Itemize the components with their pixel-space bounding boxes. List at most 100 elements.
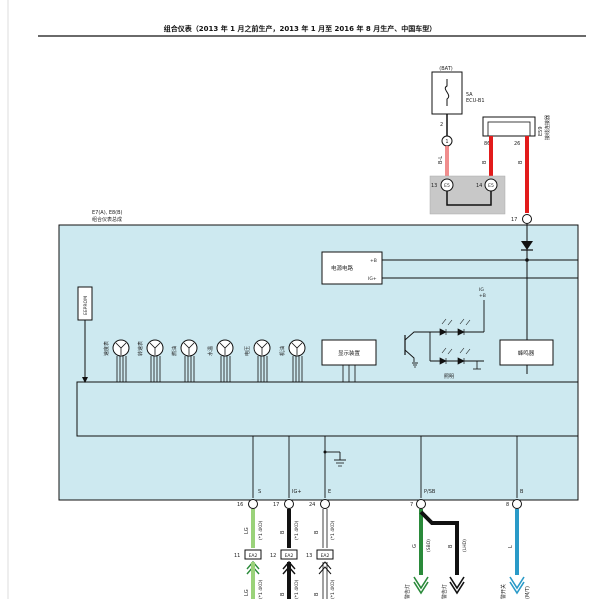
wire-b2-label: B — [518, 160, 524, 164]
pin-b-connector — [512, 499, 522, 509]
power-b-label: +B — [370, 258, 377, 264]
ea2-connector-1 — [244, 549, 262, 560]
gauge-fuel-label: 燃油 — [171, 346, 178, 356]
wire-b1-note: (*1 4KD) — [294, 520, 300, 540]
pin-psb-name: P/SB — [424, 489, 436, 495]
dest-1: 警告灯 — [404, 584, 411, 599]
gauge-tachometer-label: 转速表 — [137, 341, 144, 356]
display-label: 显示装置 — [338, 349, 361, 357]
wire-sbd-label: (SBD) — [426, 539, 432, 552]
assembly-panel — [58, 224, 579, 501]
gauge-water-temp: 水温 — [207, 339, 234, 382]
gauge-speedometer: 速度表 — [103, 339, 130, 382]
buzzer-pin-right: 26 — [514, 141, 520, 147]
internal-diode — [521, 241, 533, 250]
pin-ig-connector — [284, 499, 294, 509]
pin-s-connector — [248, 499, 258, 509]
fuse-name: ECU-B1 — [466, 98, 485, 104]
out-pin-connector — [522, 214, 532, 224]
gauge-speedometer-label: 速度表 — [103, 341, 110, 356]
display-bus-lines — [342, 365, 356, 382]
gauge-water-temp-label: 水温 — [207, 346, 214, 356]
fuse-pin2-label: 1 — [445, 139, 448, 145]
wire-b5-label: B — [314, 592, 320, 596]
illum-label: 照明 — [444, 374, 454, 380]
wire-b3-label: B — [448, 544, 454, 548]
buzzer-part-name: 接线连接器 — [544, 115, 551, 140]
pin-e-num: 24 — [309, 502, 315, 508]
psb-green-arrow — [413, 576, 429, 595]
junction-right-code: E5 — [488, 183, 494, 189]
wire-b1-label: B — [280, 530, 286, 534]
ea2-connector-2-label: EA2 — [285, 553, 294, 559]
ea2-connector-3 — [316, 549, 334, 560]
assembly-codes: E7(A), E8(B) — [92, 210, 123, 216]
wire-lg2-note: (*1 4KD) — [258, 579, 264, 599]
gauge-oil: 机油 — [279, 339, 306, 382]
pin-ig-num: 17 — [273, 502, 279, 508]
pin-s-num: 16 — [237, 502, 243, 508]
buzzer-connector-inner — [487, 121, 531, 137]
illumination-circuit — [404, 300, 485, 370]
pin-e-connector — [320, 499, 330, 509]
ea2-pin-13: 13 — [306, 553, 312, 559]
e-arrow — [318, 561, 332, 575]
display-block — [321, 339, 377, 366]
fuse-pin-label: 2 — [440, 122, 443, 128]
gauge-tachometer: 转速表 — [137, 339, 164, 382]
internal-bus — [76, 381, 579, 437]
fuse-source: (BAT) — [439, 66, 452, 72]
buzzer-connector — [482, 116, 536, 137]
gauge-fuel: 燃油 — [171, 339, 198, 382]
bl-wire-label: B-L — [438, 156, 444, 164]
wire-lg-note: (*1 4KD) — [258, 520, 264, 540]
fuse-rating: 5A — [466, 92, 473, 98]
ea2-pin-11: 11 — [234, 553, 240, 559]
wire-l-label: L — [508, 545, 514, 548]
junction-left-code: E5 — [444, 183, 450, 189]
b-blue-arrow — [509, 576, 525, 595]
wire-lg-label: LG — [244, 527, 250, 534]
ea2-pin-12: 12 — [270, 553, 276, 559]
ea2-connector-1-label: EA2 — [249, 553, 258, 559]
pin-b-num: 8 — [506, 502, 509, 508]
fuse-symbol — [444, 79, 450, 106]
ea2-connector-2 — [280, 549, 298, 560]
pin-psb-num: 7 — [410, 502, 413, 508]
dest-3b: (M/T) — [525, 586, 531, 599]
junction-right-pin: 14 — [476, 183, 482, 189]
buzzer-label: 蜂鸣器 — [518, 349, 535, 357]
pin-b-name: B — [520, 489, 524, 495]
wire-lhd-label: (LHD) — [462, 539, 468, 552]
wire-b1-label: B — [482, 160, 488, 164]
dest-2: 警告灯 — [441, 584, 448, 599]
power-circuit-label: 电源电路 — [331, 264, 354, 272]
junction-left-pin: 13 — [431, 183, 437, 189]
wire-b4-label: B — [280, 592, 286, 596]
pin-s-name: S — [258, 489, 261, 495]
gauge-voltage: 电压 — [244, 339, 271, 382]
wire-lg2-label: LG — [244, 589, 250, 596]
buzzer-pin-left: 86 — [484, 141, 490, 147]
pin-e-name: E — [328, 489, 331, 495]
buzzer-block — [499, 339, 554, 366]
pin-ig-name: IG+ — [292, 489, 302, 495]
buzzer-part-code: E59 — [538, 126, 544, 136]
wire-g-label: G — [412, 544, 418, 548]
power-circuit-block — [321, 251, 383, 285]
page-title: 组合仪表（2013 年 1 月之前生产，2013 年 1 月至 2016 年 8… — [164, 24, 436, 33]
ea2-connector-3-label: EA2 — [321, 553, 330, 559]
eeprom-label: EEPROM — [83, 296, 89, 315]
junction-jumper — [446, 191, 492, 206]
gauge-oil-label: 机油 — [279, 346, 286, 356]
illum-ig-label: IG — [479, 287, 484, 293]
eeprom-arrow-head — [82, 377, 88, 383]
wire-psb-black — [419, 510, 459, 575]
wire-b4-note: (*1 4KD) — [294, 579, 300, 599]
psb-black-arrow — [449, 576, 465, 595]
out-pin-label: 17 — [511, 217, 517, 223]
wire-b2-note: (*1 4KD) — [330, 520, 336, 540]
gauge-voltage-label: 电压 — [244, 346, 251, 356]
pin-psb-connector — [416, 499, 426, 509]
